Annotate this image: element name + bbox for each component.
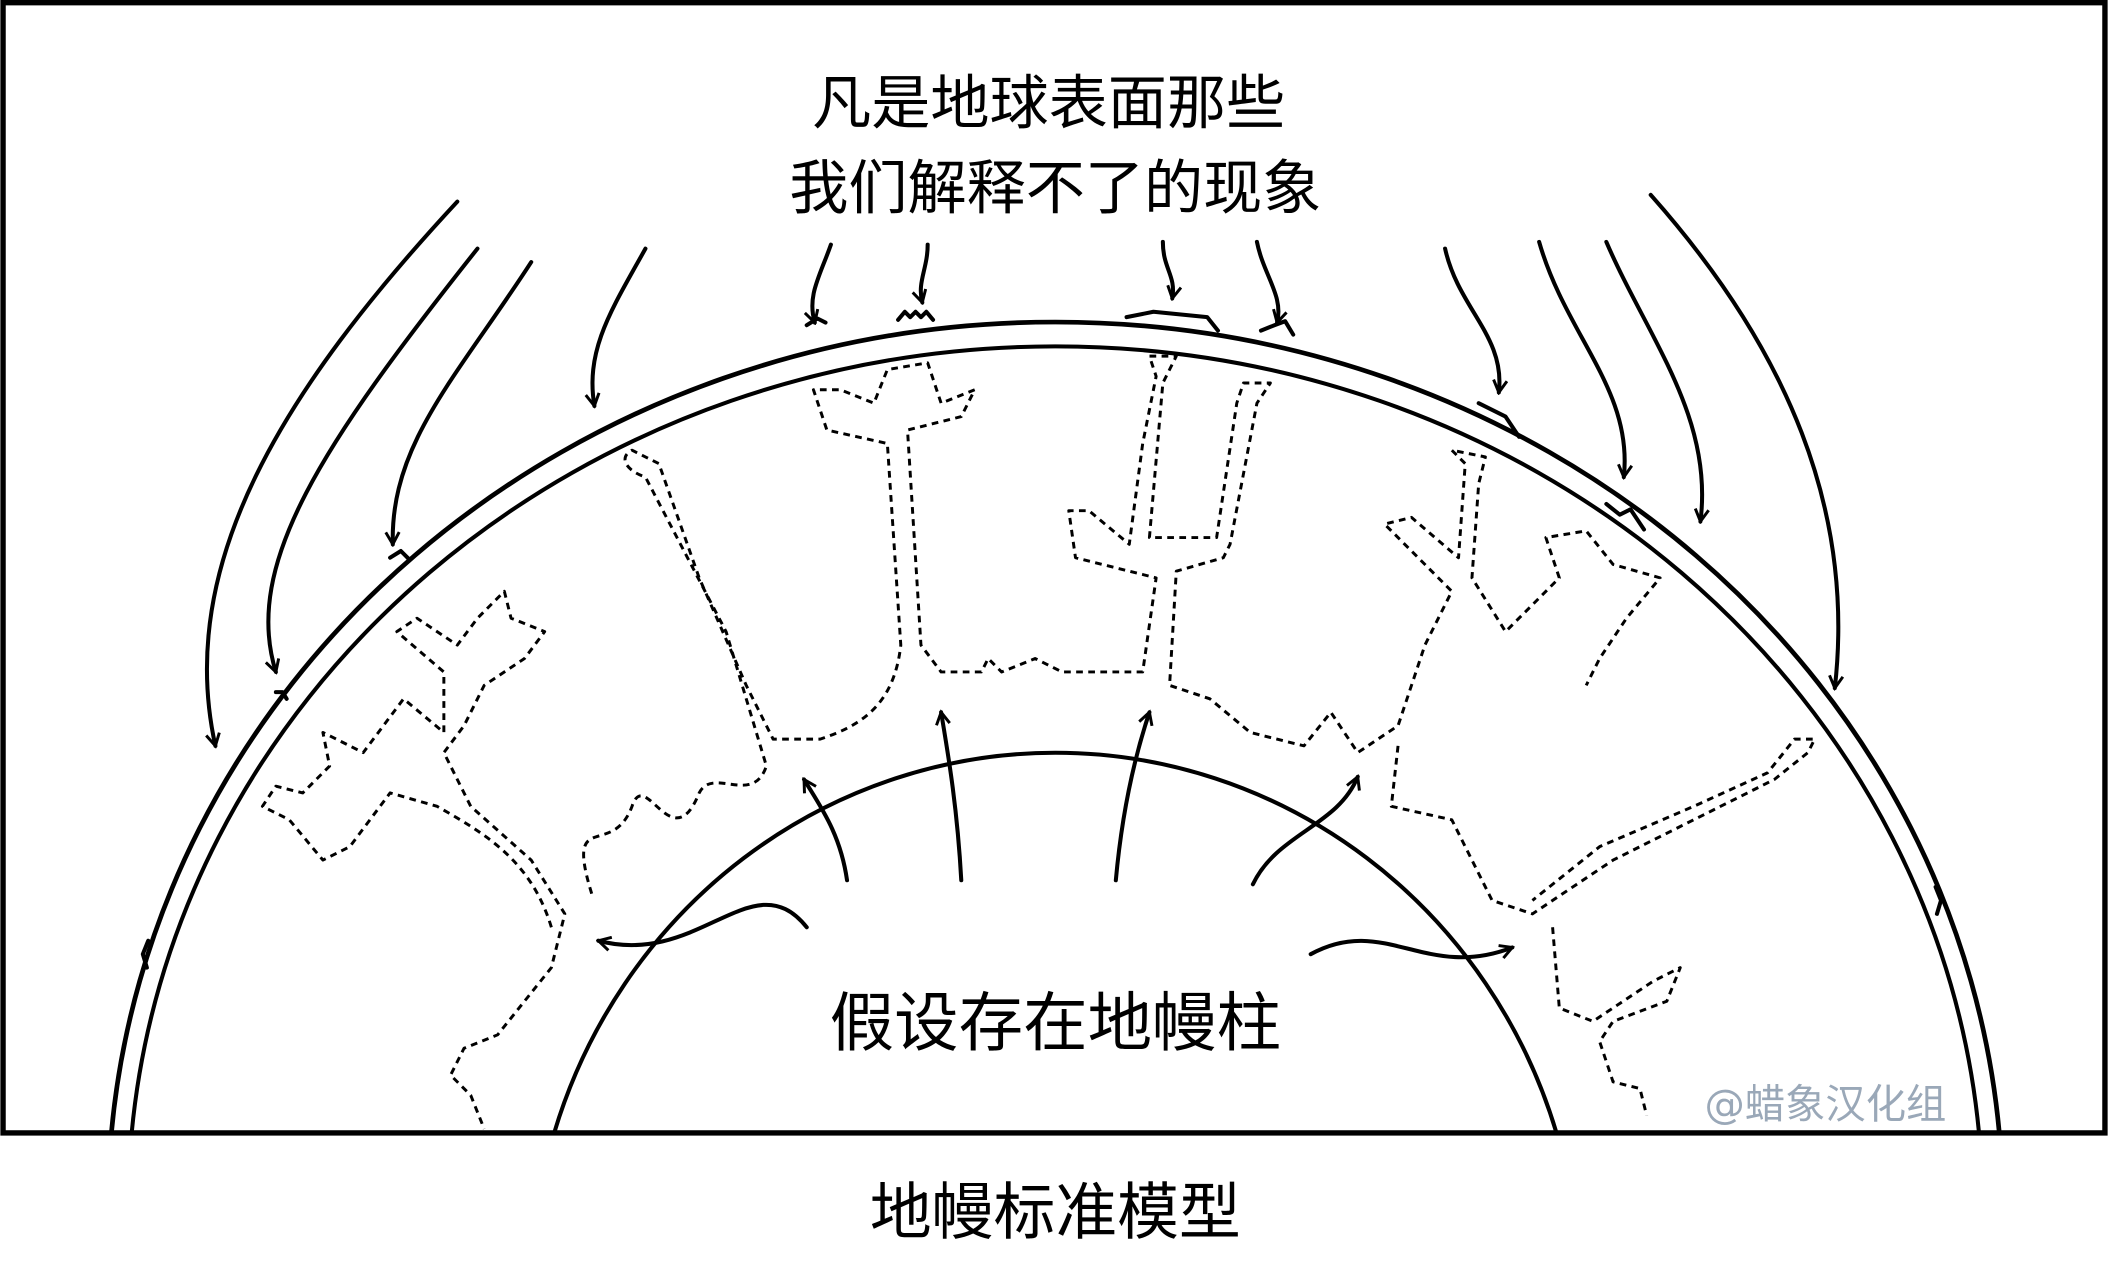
core-arrows [598,712,1512,960]
surface-arrows [204,192,1838,746]
panel-frame [0,0,2108,1136]
crust-inner-line [129,344,1982,1133]
crust-outer-line [109,319,2002,1133]
watermark: @蜡象汉化组 [1705,1081,1947,1128]
mantle-plumes [260,354,1817,1130]
caption-line-1: 凡是地球表面那些 [812,69,1285,138]
diagram-title: 地幔标准模型 [870,1177,1241,1249]
caption-line-2: 我们解释不了的现象 [789,153,1321,222]
plume-label: 假设存在地幔柱 [830,987,1282,1062]
surface-bumps [140,309,1944,970]
